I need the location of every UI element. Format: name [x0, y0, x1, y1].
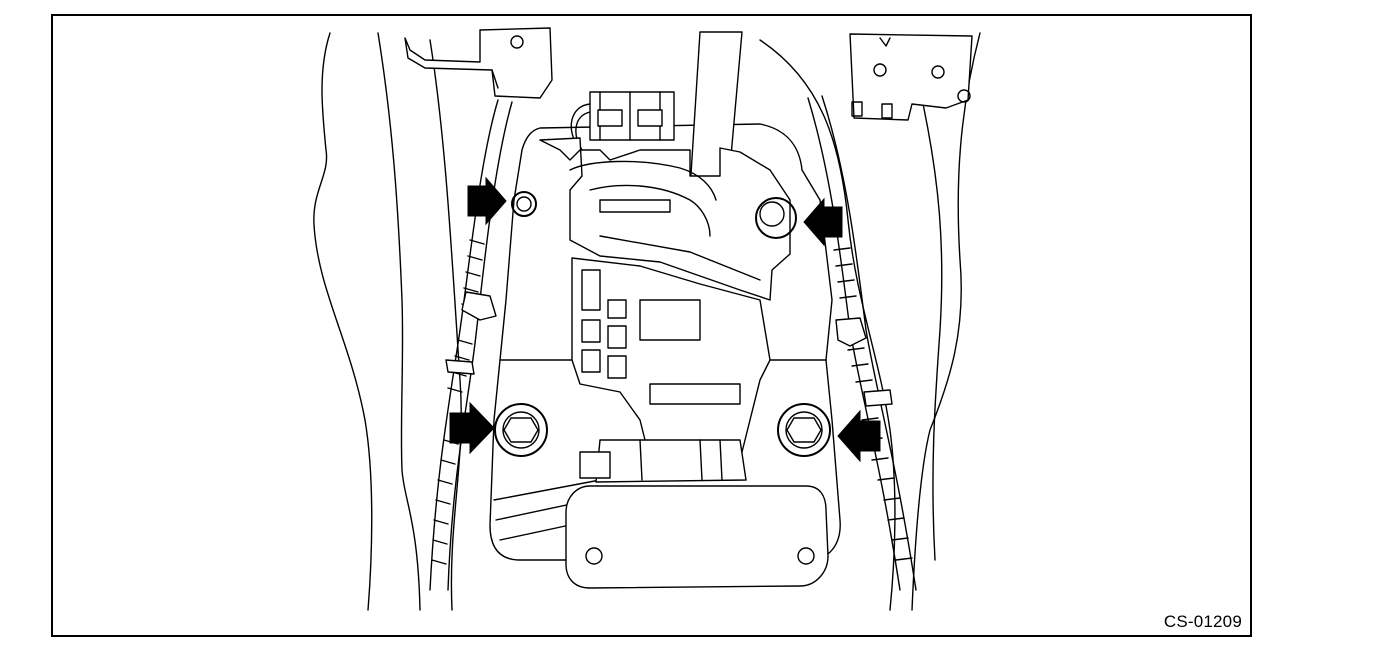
- connector-block: [570, 91, 675, 151]
- bolt-lower-left: [494, 403, 548, 457]
- arrow-upper-right: [803, 197, 843, 247]
- bolt-lower-right: [777, 403, 831, 457]
- right-wiring-harness: [807, 95, 917, 591]
- left-wiring-harness: [429, 99, 513, 591]
- left-body-panel: [313, 32, 462, 611]
- arrow-upper-left: [467, 176, 507, 226]
- arrow-lower-left: [449, 401, 495, 455]
- selector-housing: [539, 137, 791, 301]
- upper-left-bracket: [404, 27, 553, 99]
- gate-mechanism: [571, 257, 771, 461]
- bolt-upper-right: [755, 197, 797, 239]
- slide-assembly: [579, 439, 747, 483]
- bolt-upper-left: [511, 191, 537, 217]
- upper-right-bracket: [849, 33, 973, 121]
- arrow-lower-right: [837, 409, 881, 463]
- figure-id-label: CS-01209: [1163, 612, 1242, 631]
- lower-cover-plate: [565, 485, 829, 589]
